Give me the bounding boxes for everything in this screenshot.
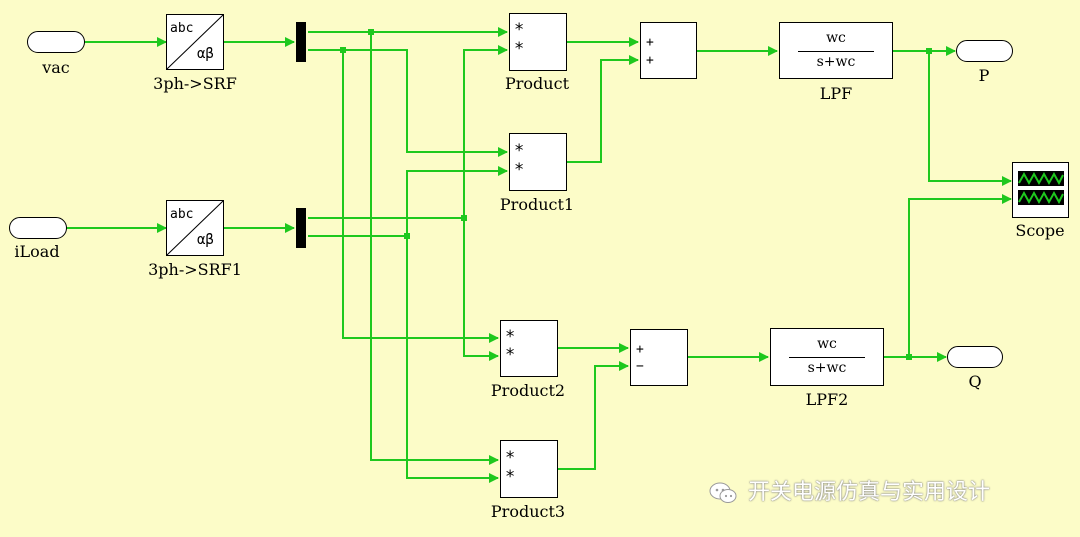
wire-ibeta: [308, 166, 508, 237]
product1-in1: *: [514, 141, 525, 161]
output-port-p-label: P: [978, 66, 990, 85]
junction-dot: [906, 354, 912, 360]
srf1-label: 3ph->SRF1: [148, 260, 242, 279]
junction-dot: [340, 47, 346, 53]
sum-sign1: +: [646, 35, 654, 50]
wechat-icon: [709, 482, 737, 503]
srf-block[interactable]: abc αβ: [166, 14, 224, 70]
demux1-bar[interactable]: [296, 208, 306, 248]
lpf2-fraction-bar: [789, 357, 865, 358]
watermark: 开关电源仿真与实用设计: [708, 474, 990, 506]
wire-vbeta: [308, 49, 508, 157]
lpf-block[interactable]: wc s+wc: [779, 22, 893, 79]
srf-top-text: abc: [170, 21, 194, 36]
lpf-numerator: wc: [826, 30, 846, 46]
product-in1: *: [514, 20, 525, 40]
srf1-block[interactable]: abc αβ: [166, 200, 224, 256]
srf-label: 3ph->SRF: [153, 74, 237, 93]
output-port-q[interactable]: [947, 346, 1003, 368]
lpf-denominator: s+wc: [816, 54, 856, 70]
scope-block[interactable]: [1012, 162, 1069, 218]
sum1-block[interactable]: + −: [630, 329, 688, 386]
scope-screen-1: [1018, 171, 1064, 186]
product2-label: Product2: [490, 381, 566, 400]
product1-in2: *: [514, 160, 525, 180]
wire-product1-sum1: [567, 55, 639, 163]
input-port-iload[interactable]: [9, 217, 67, 239]
wire-ialpha: [308, 45, 508, 219]
lpf2-denominator: s+wc: [807, 360, 847, 376]
junction-dot: [461, 215, 467, 221]
lpf2-block[interactable]: wc s+wc: [770, 328, 884, 386]
wire-ialpha-p2: [463, 218, 499, 361]
wire-ibeta-p3: [406, 236, 499, 483]
junction-dot: [404, 233, 410, 239]
product1-block[interactable]: * *: [509, 133, 567, 191]
sum-sign2: +: [646, 53, 654, 68]
scope-screen-2: [1018, 190, 1064, 205]
product2-in2: *: [505, 345, 516, 365]
sum-block[interactable]: + +: [640, 22, 697, 79]
lpf-fraction-bar: [798, 51, 874, 52]
input-port-vac[interactable]: [27, 31, 85, 53]
wire-vbeta-p2: [342, 50, 499, 343]
scope-label: Scope: [1015, 221, 1065, 240]
wire-p-scope: [928, 51, 1012, 186]
junction-dot: [368, 29, 374, 35]
product2-in1: *: [505, 327, 516, 347]
lpf-label: LPF: [819, 84, 853, 103]
product-in2: *: [514, 39, 525, 59]
product-block[interactable]: * *: [509, 13, 567, 71]
product3-block[interactable]: * *: [500, 440, 558, 498]
input-port-iload-label: iLoad: [14, 242, 60, 261]
sum1-sign2: −: [636, 359, 644, 374]
wire-q-scope: [908, 194, 1012, 357]
product-label: Product: [505, 74, 569, 93]
product2-block[interactable]: * *: [500, 320, 558, 377]
srf-bottom-text: αβ: [197, 46, 214, 62]
wire-product3-sum2: [558, 361, 629, 470]
wire-valpha-p3: [370, 32, 499, 465]
lpf2-label: LPF2: [805, 390, 849, 409]
input-port-vac-label: vac: [42, 58, 70, 77]
product3-label: Product3: [490, 502, 566, 521]
product1-label: Product1: [499, 195, 575, 214]
junction-dot: [926, 48, 932, 54]
output-port-q-label: Q: [968, 372, 982, 391]
watermark-text: 开关电源仿真与实用设计: [748, 480, 991, 505]
product3-in2: *: [505, 467, 516, 487]
srf1-bottom-text: αβ: [197, 232, 214, 248]
output-port-p[interactable]: [956, 40, 1013, 62]
product3-in1: *: [505, 448, 516, 468]
lpf2-numerator: wc: [817, 336, 837, 352]
sum1-sign1: +: [636, 342, 644, 357]
demux-bar[interactable]: [296, 22, 306, 62]
srf1-top-text: abc: [170, 207, 194, 222]
